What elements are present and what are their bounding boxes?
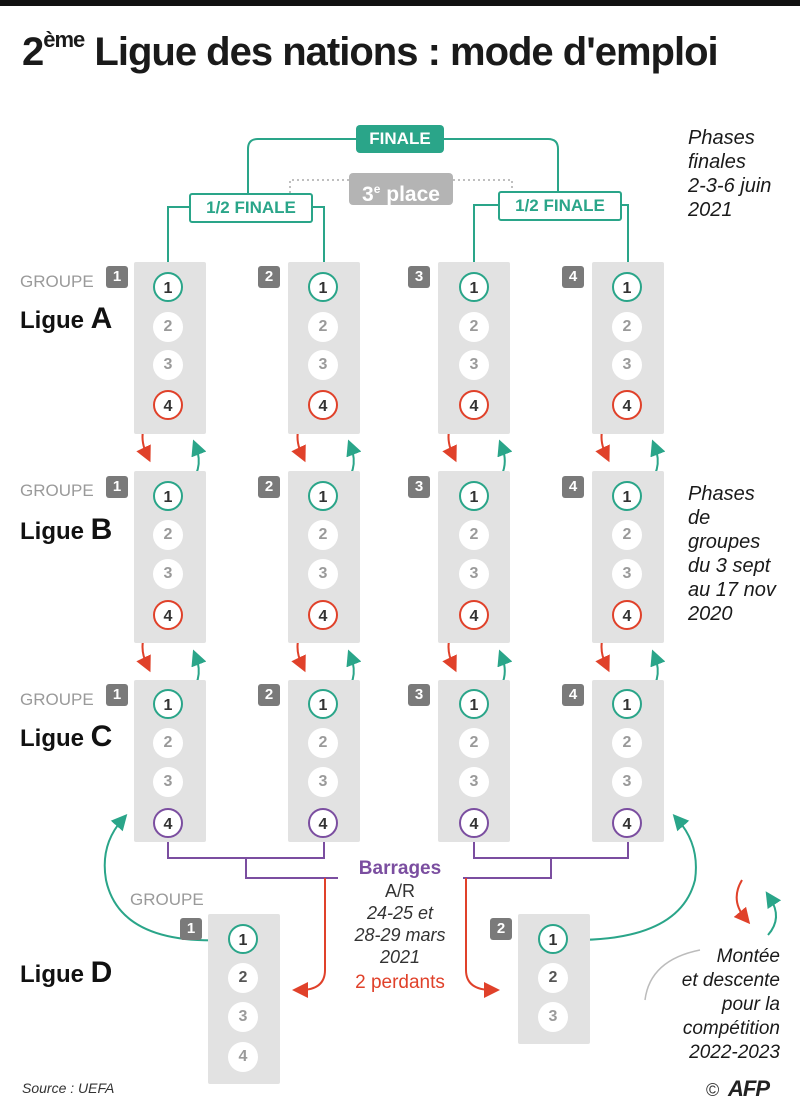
position-circle: 1	[228, 924, 258, 954]
position-circle: 4	[459, 390, 489, 420]
position-circle: 2	[228, 963, 258, 993]
position-circle: 2	[612, 728, 642, 758]
semi-final-right-label: 1/2 FINALE	[498, 191, 622, 221]
barrages-date: 28-29 mars	[354, 925, 446, 945]
position-circle: 3	[459, 559, 489, 589]
semi-final-left-label: 1/2 FINALE	[189, 193, 313, 223]
group-number-a4: 4	[562, 266, 584, 288]
position-circle: 2	[612, 312, 642, 342]
position-circle: 4	[308, 390, 338, 420]
position-circle: 1	[153, 481, 183, 511]
ligue-c-label: Ligue C	[20, 720, 113, 753]
position-circle: 2	[308, 312, 338, 342]
group-number-c2: 2	[258, 684, 280, 706]
position-circle: 2	[153, 312, 183, 342]
position-circle: 4	[612, 808, 642, 838]
position-circle: 1	[459, 272, 489, 302]
position-circle: 3	[153, 350, 183, 380]
position-circle: 3	[612, 767, 642, 797]
barrages-date: 2021	[379, 947, 421, 967]
position-circle: 4	[228, 1042, 258, 1072]
position-circle: 2	[308, 520, 338, 550]
position-circle: 3	[308, 350, 338, 380]
position-circle: 2	[612, 520, 642, 550]
phases-finales-note: Phases finales 2-3-6 juin 2021	[688, 127, 772, 221]
position-circle: 3	[459, 350, 489, 380]
group-number-a1: 1	[106, 266, 128, 288]
barrages-losers: 2 perdants	[355, 972, 445, 993]
position-circle: 1	[308, 272, 338, 302]
groupe-label-c: GROUPE	[20, 690, 94, 709]
position-circle: 3	[153, 767, 183, 797]
group-number-b3: 3	[408, 476, 430, 498]
copyright-symbol: ©	[706, 1080, 720, 1100]
position-circle: 3	[228, 1002, 258, 1032]
position-circle: 1	[153, 272, 183, 302]
position-circle: 4	[153, 808, 183, 838]
group-number-c3: 3	[408, 684, 430, 706]
legend-promotion-relegation: Montée et descente pour la compétition 2…	[681, 946, 780, 1063]
groupe-label-b: GROUPE	[20, 481, 94, 500]
position-circle: 4	[308, 600, 338, 630]
afp-logo: AFP	[728, 1076, 770, 1101]
position-circle: 4	[308, 808, 338, 838]
position-circle: 2	[153, 728, 183, 758]
barrages-block: Barrages A/R 24-25 et 28-29 mars 2021 2 …	[330, 858, 470, 996]
phases-groupes-note: Phases de groupes du 3 sept au 17 nov 20…	[688, 483, 776, 625]
groupe-label-d: GROUPE	[130, 890, 204, 909]
position-circle: 4	[612, 600, 642, 630]
ligue-d-label: Ligue D	[20, 956, 113, 989]
position-circle: 2	[308, 728, 338, 758]
group-number-b1: 1	[106, 476, 128, 498]
position-circle: 3	[308, 559, 338, 589]
group-number-b2: 2	[258, 476, 280, 498]
group-number-c1: 1	[106, 684, 128, 706]
barrages-ar: A/R	[384, 881, 415, 901]
position-circle: 4	[153, 390, 183, 420]
position-circle: 3	[153, 559, 183, 589]
ligue-b-label: Ligue B	[20, 513, 113, 546]
group-number-d1: 1	[180, 918, 202, 940]
third-place-label: 3e place	[349, 173, 453, 206]
finale-label: FINALE	[356, 125, 444, 153]
position-circle: 2	[459, 520, 489, 550]
position-circle: 2	[459, 312, 489, 342]
position-circle: 4	[612, 390, 642, 420]
position-circle: 1	[612, 689, 642, 719]
position-circle: 1	[153, 689, 183, 719]
source-credit: Source : UEFA	[22, 1080, 115, 1096]
position-circle: 3	[612, 350, 642, 380]
position-circle: 1	[459, 689, 489, 719]
top-bar	[0, 0, 800, 6]
page-title: 2ème Ligue des nations : mode d'emploi	[22, 26, 719, 74]
group-number-d2: 2	[490, 918, 512, 940]
position-circle: 2	[459, 728, 489, 758]
position-circle: 1	[308, 689, 338, 719]
group-number-a2: 2	[258, 266, 280, 288]
position-circle: 2	[153, 520, 183, 550]
position-circle: 4	[459, 808, 489, 838]
position-circle: 1	[308, 481, 338, 511]
ligue-a-label: Ligue A	[20, 302, 113, 335]
group-number-b4: 4	[562, 476, 584, 498]
position-circle: 1	[459, 481, 489, 511]
group-number-c4: 4	[562, 684, 584, 706]
position-circle: 1	[538, 924, 568, 954]
position-circle: 1	[612, 481, 642, 511]
position-circle: 4	[459, 600, 489, 630]
groupe-label-a: GROUPE	[20, 272, 94, 291]
position-circle: 3	[612, 559, 642, 589]
position-circle: 1	[612, 272, 642, 302]
position-circle: 3	[538, 1002, 568, 1032]
barrages-date: 24-25 et	[366, 903, 434, 923]
position-circle: 2	[538, 963, 568, 993]
position-circle: 3	[308, 767, 338, 797]
group-number-a3: 3	[408, 266, 430, 288]
barrages-title: Barrages	[358, 858, 442, 879]
position-circle: 3	[459, 767, 489, 797]
position-circle: 4	[153, 600, 183, 630]
